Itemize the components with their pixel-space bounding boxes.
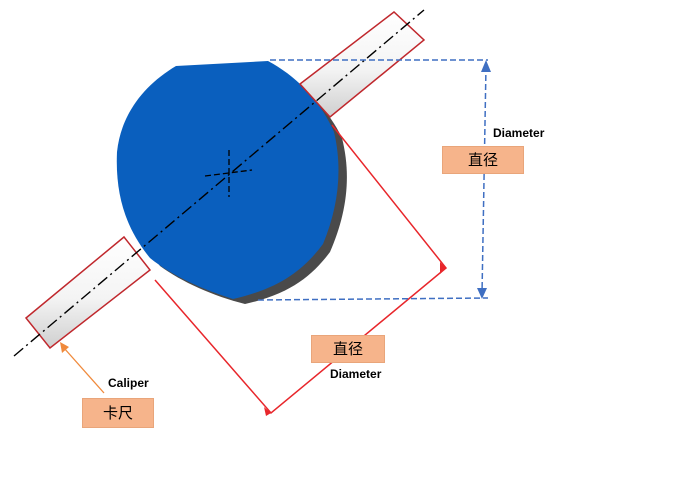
caliper-jaw-upper xyxy=(298,11,426,119)
vertical-diameter-measure xyxy=(257,59,491,301)
diameter-label-bottom-en: Diameter xyxy=(330,367,382,381)
caliper-pointer-arrow xyxy=(60,342,105,394)
center-line xyxy=(13,9,425,357)
center-cross xyxy=(204,150,253,197)
diameter-label-right-en: Diameter xyxy=(493,126,545,140)
disk xyxy=(116,61,339,299)
diameter-label-right-cn: 直径 xyxy=(442,146,524,174)
caliper-label-cn: 卡尺 xyxy=(82,398,154,428)
caliper-label-en: Caliper xyxy=(108,376,149,390)
caliper-jaw-lower xyxy=(24,235,152,350)
diameter-label-bottom-cn: 直径 xyxy=(311,335,385,363)
